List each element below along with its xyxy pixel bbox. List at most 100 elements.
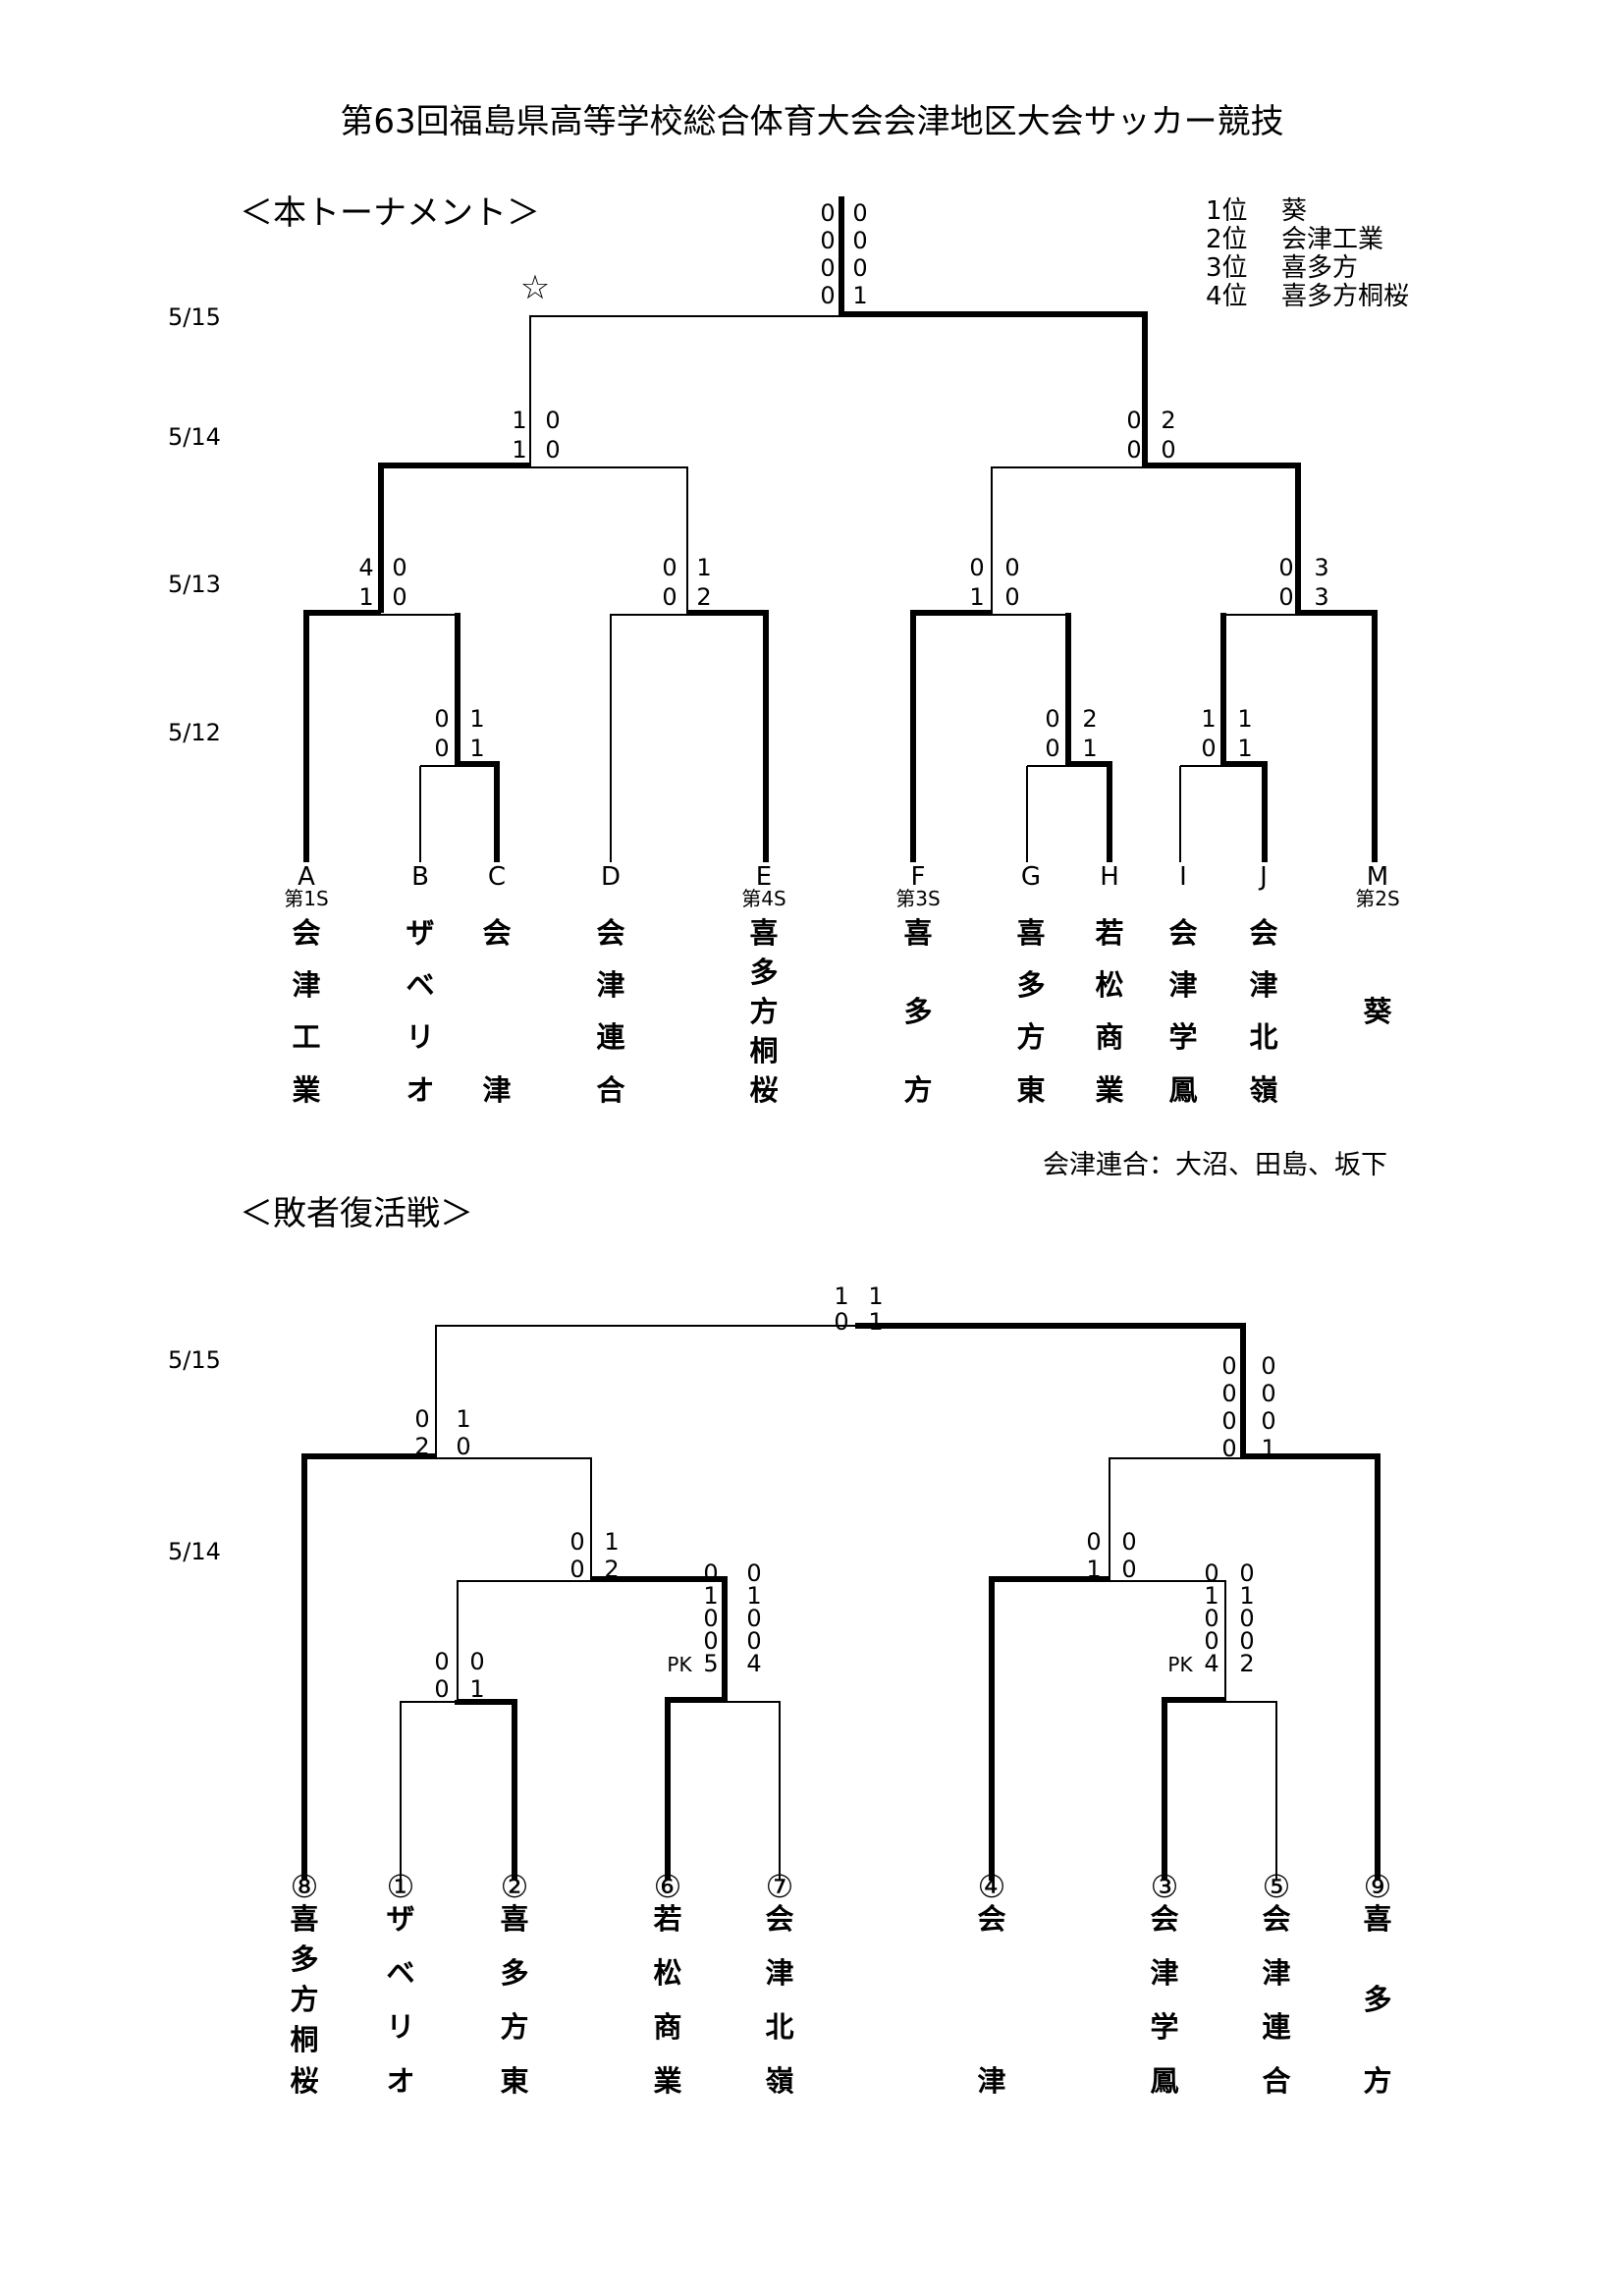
score-left: 0 [434, 705, 449, 733]
score-left: 1 [969, 583, 984, 611]
score-left: 1 [358, 583, 373, 611]
score-left: 4 [358, 554, 373, 581]
team-name-char: 会 [1150, 1902, 1178, 1936]
team-name-char: 会 [1249, 916, 1277, 950]
team-name-char: 鳳 [1168, 1073, 1197, 1107]
score-right: 0 [1261, 1352, 1275, 1380]
team-name-char: 桐 [290, 2023, 318, 2056]
team-name-char: 津 [1150, 1956, 1178, 1990]
team-name-char: 多 [290, 1942, 318, 1976]
score-right: 0 [545, 436, 560, 464]
score-left: 0 [1221, 1435, 1236, 1462]
team-name-char: 業 [292, 1073, 320, 1107]
score-right: 0 [392, 583, 406, 611]
team-name-char: 方 [290, 1983, 318, 2016]
score-right: 0 [1239, 1559, 1254, 1587]
score-right: 1 [1237, 735, 1252, 762]
team-name-char: 方 [500, 2010, 528, 2044]
team-name-char: 嶺 [1249, 1073, 1277, 1107]
entry-number: ② [501, 1868, 529, 1905]
score-left: 0 [434, 1648, 449, 1675]
team-name-char: 会 [1168, 916, 1197, 950]
bracket-line [610, 614, 687, 862]
score-left: 1 [1204, 1582, 1218, 1610]
pk-label: PK [667, 1653, 692, 1676]
score-right: 0 [1004, 554, 1019, 581]
score-left: 1 [512, 436, 526, 464]
entry-number: ① [387, 1868, 415, 1905]
team-name-char: 会 [1262, 1902, 1290, 1936]
bracket-line [665, 1697, 725, 1881]
team-name-char: 喜 [1016, 916, 1045, 950]
score-left: 0 [1126, 436, 1141, 464]
bracket-line [989, 1576, 1110, 1881]
score-left: 0 [820, 227, 835, 254]
score-left: 0 [1204, 1605, 1218, 1632]
score-right: 0 [1004, 583, 1019, 611]
team-name-char: 工 [292, 1020, 320, 1054]
score-left: 0 [703, 1627, 718, 1655]
team-name-char: ベ [406, 968, 434, 1002]
entry-number: ⑤ [1263, 1868, 1291, 1905]
score-right: 0 [852, 227, 867, 254]
bracket-line [1243, 1453, 1380, 1881]
team-name-char: 多 [1016, 968, 1045, 1002]
team-name-char: 津 [1262, 1956, 1290, 1990]
team-name-char: ザ [406, 916, 434, 950]
bracket-line [1220, 613, 1268, 862]
bracket-line [436, 1457, 592, 1581]
ranking-team: 喜多方桐桜 [1281, 282, 1409, 311]
team-name-char: リ [386, 2010, 414, 2044]
round-date: 5/12 [168, 719, 221, 746]
score-left: 0 [569, 1556, 584, 1583]
score-left: 0 [1201, 735, 1216, 762]
team-name-char: 商 [1095, 1020, 1123, 1054]
bracket-line [1225, 1701, 1277, 1881]
score-right: 1 [1082, 735, 1097, 762]
round-date: 5/15 [168, 1346, 221, 1374]
bracket-line [1179, 765, 1223, 862]
score-right: 1 [469, 735, 484, 762]
bracket-line [991, 466, 1145, 615]
entry-number: ⑨ [1364, 1868, 1392, 1905]
team-name-char: 桐 [749, 1034, 778, 1067]
score-left: 0 [1204, 1559, 1218, 1587]
team-name-char: 津 [977, 2064, 1005, 2098]
round-date: 5/13 [168, 571, 221, 598]
score-left: 0 [1126, 407, 1141, 434]
score-right: 1 [696, 554, 711, 581]
score-right: 1 [868, 1308, 883, 1336]
bracket-line [529, 315, 841, 467]
score-left: 0 [569, 1528, 584, 1556]
score-left: 0 [434, 735, 449, 762]
entry-letter: G [1021, 862, 1041, 892]
bracket-line [1110, 1580, 1226, 1702]
entry-letter: I [1179, 862, 1187, 892]
joint-team-note: 会津連合：大沼、田島、坂下 [1043, 1150, 1387, 1180]
team-name-char: 連 [596, 1020, 625, 1054]
star-mark: ☆ [520, 268, 550, 307]
team-name-char: 津 [765, 1956, 793, 1990]
team-name-char: 業 [1095, 1073, 1123, 1107]
score-left: 0 [820, 254, 835, 282]
seed-label: 第1S [284, 887, 328, 910]
team-name-char: 会 [765, 1902, 793, 1936]
ranking-place: 3位 [1206, 253, 1248, 283]
team-name-char: リ [406, 1020, 434, 1054]
team-name-char: 商 [653, 2010, 681, 2044]
team-name-char: 鳳 [1150, 2064, 1178, 2098]
team-name-char: 津 [596, 968, 624, 1002]
score-right: 0 [1121, 1556, 1136, 1583]
team-name-char: 会 [596, 916, 624, 950]
team-name-char: 桜 [290, 2064, 318, 2098]
score-right: 0 [852, 254, 867, 282]
team-name-char: 若 [653, 1902, 681, 1936]
score-right: 0 [746, 1627, 761, 1655]
bracket-line [1109, 1457, 1243, 1581]
score-left: 0 [1221, 1407, 1236, 1435]
team-name-char: 会 [977, 1902, 1005, 1936]
score-left: 0 [1045, 735, 1059, 762]
score-left: 0 [1204, 1627, 1218, 1655]
bracket-line [530, 466, 688, 615]
pk-label: PK [1167, 1653, 1193, 1676]
